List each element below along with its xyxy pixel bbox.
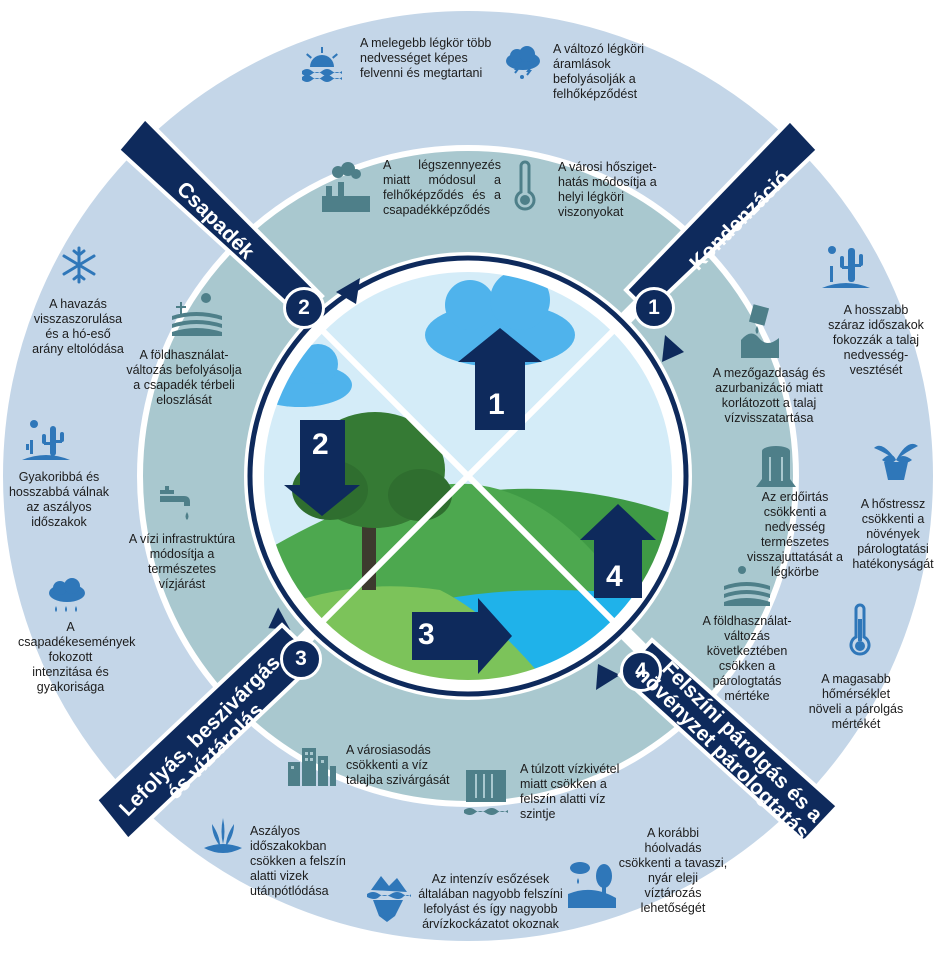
- outer-left-item-3: A csapadékesemények fokozott intenzitása…: [18, 620, 136, 694]
- snowmelt-tree-icon: [566, 858, 618, 910]
- snowflake-icon: [60, 246, 98, 284]
- outer-bottom-item-3: A korábbi hóolvadás csökkenti a tavaszi,…: [618, 826, 728, 915]
- thermometer-hot-icon: [848, 603, 872, 659]
- arrow-4-up: [580, 504, 656, 598]
- banner-csapadek: [115, 115, 325, 319]
- arrow-3-right: [412, 598, 512, 674]
- inner-right-item-2: Az erdőirtás csökkenti a nedvesség termé…: [747, 490, 843, 579]
- wilted-plant-icon: [872, 430, 920, 482]
- arrow-2-down: [284, 420, 360, 516]
- outer-ring: [3, 11, 933, 941]
- inner-right-item-1: A mezőgazdaság és azurbanizáció miatt ko…: [712, 366, 826, 425]
- stage-number-3: 3: [280, 638, 322, 680]
- inner-bottom-item-2: A túlzott vízkivétel miatt csökken a fel…: [520, 762, 620, 821]
- field-sun-right-icon: [722, 562, 772, 608]
- field-sun-icon: [170, 290, 224, 338]
- storm-cloud-icon: [503, 45, 543, 85]
- center-arrow-1-label: 1: [488, 388, 505, 421]
- inner-right-item-3: A földhasználat­változás következtében c…: [702, 614, 792, 703]
- inner-left-item-1: A földhasználat­változás befolyásolja a …: [126, 348, 242, 407]
- cactus-drought-icon: [822, 240, 870, 290]
- center-arrow-4-label: 4: [606, 560, 623, 593]
- tree-stump-icon: [754, 443, 800, 489]
- cycle-arrowheads: [268, 278, 684, 690]
- water-tap-icon: [156, 484, 194, 526]
- outer-right-item-2: A hőstressz csökkenti a növények párolog…: [852, 497, 934, 571]
- inner-left-item-2: A vízi infrastruktúra módosítja a termés…: [128, 532, 236, 591]
- center-arrow-2-label: 2: [312, 428, 329, 461]
- inner-top-item-1: A légszennyezés miatt módosul a felhőkép…: [383, 158, 501, 217]
- stage-number-1: 1: [633, 287, 675, 329]
- sun-water-icon: [300, 45, 344, 85]
- outer-left-item-1: A havazás visszaszorulása és a hó-eső ar…: [32, 297, 124, 356]
- banner-kondenzacio: [623, 117, 821, 315]
- water-extraction-icon: [462, 768, 510, 818]
- soil-runoff-icon: [737, 304, 783, 360]
- factory-smoke-icon: [318, 162, 374, 214]
- cactus-sun-icon: [22, 416, 70, 462]
- cycle-ring: [244, 252, 692, 700]
- water-splash-icon: [202, 814, 244, 858]
- outer-right-item-3: A magasabb hőmérséklet növeli a párolgás…: [808, 672, 904, 731]
- center-arrows: [284, 328, 656, 674]
- stage-number-4: 4: [620, 650, 662, 692]
- outer-top-item-2: A változó légköri áramlások befolyásoljá…: [553, 42, 645, 101]
- stage-number-2: 2: [283, 287, 325, 329]
- outer-top-item-1: A melegebb légkör több nedvességet képes…: [360, 36, 492, 80]
- outer-left-item-2: Gyakoribbá és hosszabbá válnak az aszály…: [8, 470, 110, 529]
- inner-bottom-item-1: A városiasodás csökkenti a víz talajba s…: [346, 743, 450, 787]
- outer-right-item-1: A hosszabb száraz időszakok fokozzák a t…: [828, 303, 924, 377]
- flood-iceberg-icon: [363, 870, 413, 924]
- thermometer-icon: [513, 160, 537, 212]
- outer-bottom-item-1: Aszályos időszakokban csökken a felszín …: [250, 824, 346, 898]
- arrow-1-up: [458, 328, 542, 430]
- rain-cloud-icon: [46, 578, 88, 618]
- inner-top-item-2: A városi hősziget­hatás módosítja a hely…: [558, 160, 657, 219]
- center-arrow-3-label: 3: [418, 618, 435, 651]
- city-buildings-icon: [286, 746, 336, 786]
- outer-bottom-item-2: Az intenzív esőzések általában nagyobb f…: [418, 872, 563, 931]
